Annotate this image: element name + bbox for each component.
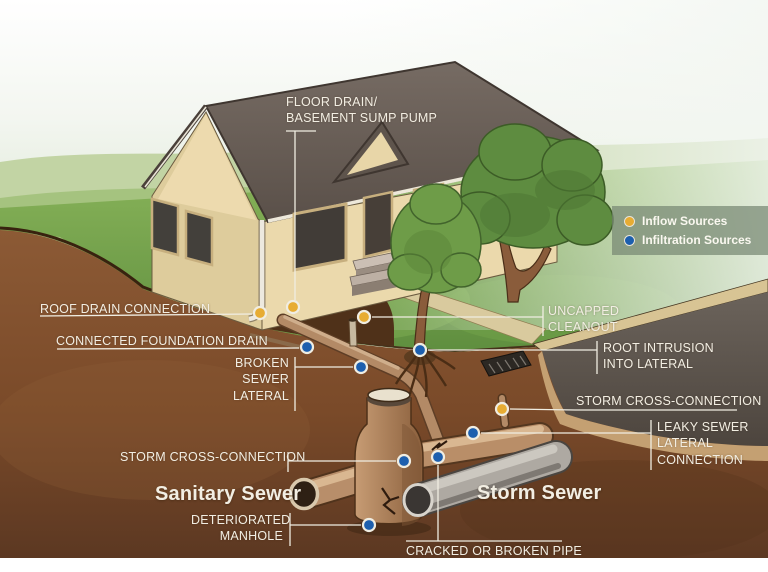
legend-infiltration-label: Infiltration Sources <box>642 233 752 247</box>
label-leaky-sewer-lateral: LEAKY SEWER LATERAL CONNECTION <box>657 420 749 467</box>
marker-cracked-or-broken-pipe <box>430 449 446 465</box>
leader-broken-lateral <box>294 357 353 411</box>
pipe-crack <box>431 440 448 451</box>
gable-window-1 <box>150 197 180 257</box>
front-door <box>362 190 394 259</box>
label-sanitary-sewer: Sanitary Sewer <box>155 483 302 505</box>
sanitary-sewer-pipe <box>288 463 377 511</box>
foundation-drain-pipe <box>249 333 301 349</box>
label-storm-cross-connection-right: STORM CROSS-CONNECTION <box>576 394 762 408</box>
roof-left-trim <box>144 106 207 188</box>
markers <box>252 299 510 533</box>
marker-roof-drain-connection <box>252 305 268 321</box>
bottom-margin <box>0 558 768 572</box>
manhole-cap <box>367 387 411 403</box>
storm-sewer-pipe <box>402 440 573 517</box>
gable-window-2 <box>184 209 214 267</box>
marker-deteriorated-manhole <box>361 517 377 533</box>
leader-storm-cross-right <box>509 408 737 411</box>
marker-broken-sewer-lateral <box>353 359 369 375</box>
leader-roof-drain <box>39 313 253 317</box>
dormer <box>331 120 410 184</box>
marker-leaky-sewer-lateral-connection <box>465 425 481 441</box>
road-curb <box>532 278 768 352</box>
marker-storm-cross-connection-right <box>494 401 510 417</box>
leader-leaky-lateral <box>481 420 652 470</box>
leader-cracked-pipe <box>406 465 562 542</box>
label-cracked-or-broken-pipe: CRACKED OR BROKEN PIPE <box>406 544 582 558</box>
leader-floor-drain <box>286 130 316 300</box>
leader-root-intrusion <box>428 341 598 374</box>
marker-storm-cross-connection-left <box>396 453 412 469</box>
leader-storm-cross-left <box>287 452 396 472</box>
label-connected-foundation-drain: CONNECTED FOUNDATION DRAIN <box>56 334 268 348</box>
legend: Inflow Sources Infiltration Sources <box>612 206 768 255</box>
legend-row-inflow: Inflow Sources <box>624 215 760 227</box>
leader-lines <box>39 130 737 546</box>
storm-pipe-opening <box>402 483 434 517</box>
leader-uncapped-cleanout <box>372 306 544 336</box>
cleanout-stub <box>348 318 358 347</box>
label-roof-drain: ROOF DRAIN CONNECTION <box>40 302 211 316</box>
inflow-dot-icon <box>624 215 635 227</box>
marker-root-intrusion <box>412 342 428 358</box>
storm-grate <box>480 350 532 377</box>
label-floor-drain: FLOOR DRAIN/ BASEMENT SUMP PUMP <box>286 95 438 126</box>
legend-row-infiltration: Infiltration Sources <box>624 234 760 246</box>
label-deteriorated-manhole: DETERIORATED MANHOLE <box>191 513 291 544</box>
label-storm-sewer: Storm Sewer <box>477 482 602 504</box>
label-storm-cross-connection-left: STORM CROSS-CONNECTION <box>120 450 306 464</box>
gable-face <box>158 114 256 220</box>
label-broken-sewer-lateral: BROKEN SEWER LATERAL <box>232 356 289 403</box>
manhole-crack <box>381 487 400 515</box>
front-window <box>292 202 348 272</box>
tree-front <box>387 183 482 353</box>
leader-foundation-drain <box>56 347 300 350</box>
label-uncapped-cleanout: UNCAPPED CLEANOUT <box>548 304 620 335</box>
marker-floor-drain-sump-pump <box>285 299 301 315</box>
road-pavement <box>542 292 768 446</box>
leader-deteriorated-manhole <box>289 513 361 546</box>
label-root-intrusion: ROOT INTRUSION INTO LATERAL <box>603 341 714 372</box>
marker-uncapped-cleanout <box>356 309 372 325</box>
legend-inflow-label: Inflow Sources <box>642 214 728 228</box>
infiltration-dot-icon <box>624 234 635 246</box>
sanitary-pipe-opening <box>288 477 320 511</box>
marker-connected-foundation-drain <box>299 339 315 355</box>
porch-steps <box>349 252 399 296</box>
